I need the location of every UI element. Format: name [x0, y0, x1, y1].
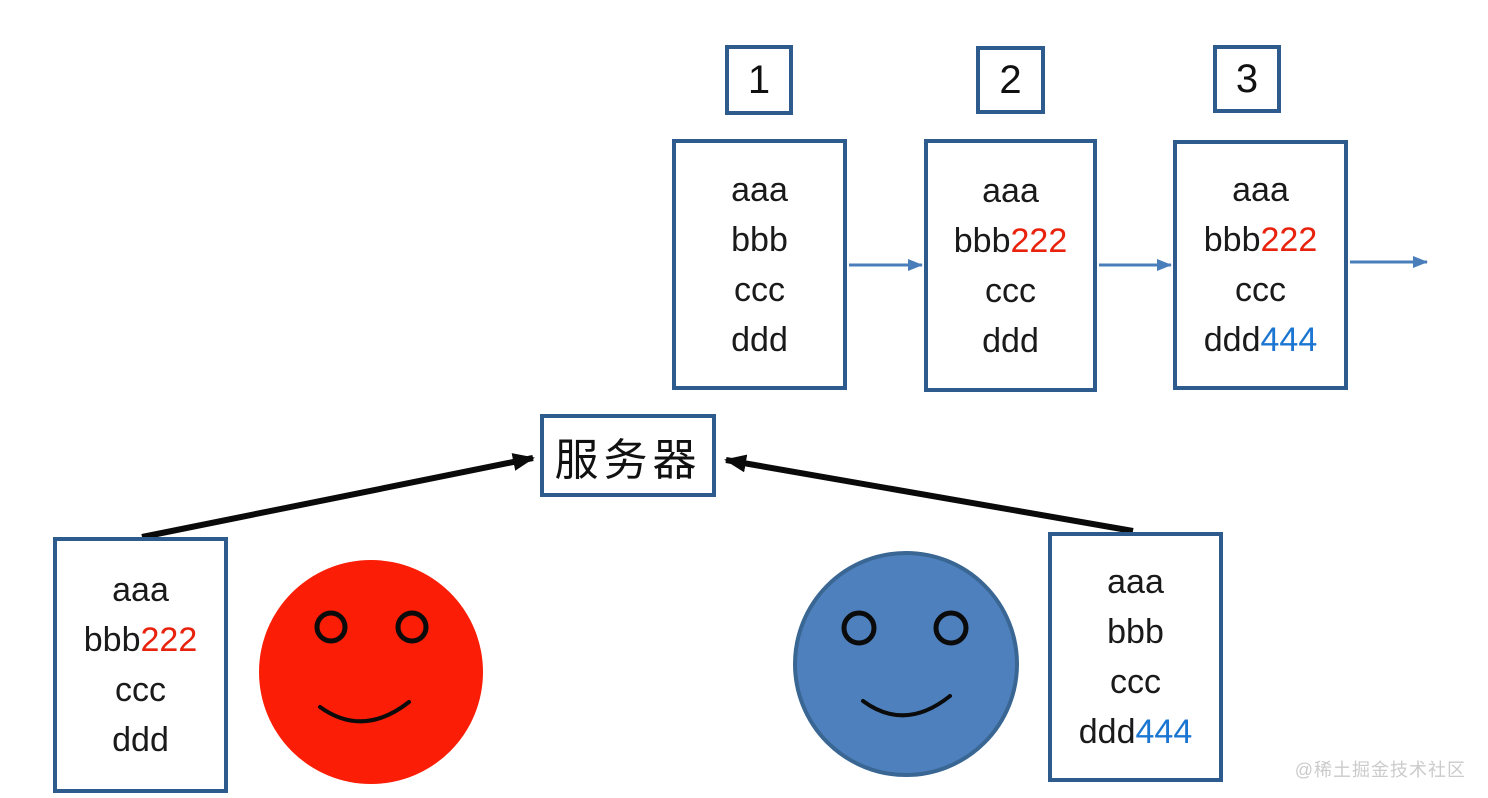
document-box-version-1: aaa bbb ccc ddd	[672, 139, 847, 390]
doc-line: ccc	[985, 271, 1036, 310]
version-number-box-1: 1	[725, 45, 793, 115]
doc-line: ddd	[731, 320, 788, 359]
document-box-client-right: aaa bbb ccc ddd444	[1048, 532, 1223, 782]
blue-face-right-eye-icon	[933, 610, 969, 646]
blue-smiley-icon	[793, 551, 1019, 777]
doc-line: ddd	[112, 721, 169, 759]
doc-line: aaa	[731, 170, 788, 209]
doc-line: ddd	[982, 321, 1039, 360]
red-smiley-icon	[259, 560, 483, 784]
doc-line: aaa	[112, 571, 169, 609]
arrow-left-doc-to-server-icon	[141, 453, 535, 540]
document-box-version-2: aaa bbb222 ccc ddd	[924, 139, 1097, 392]
blue-face-circle	[793, 551, 1019, 777]
red-face-circle	[259, 560, 483, 784]
server-box: 服务器	[540, 414, 716, 497]
blue-face-left-eye-icon	[841, 610, 877, 646]
doc-line: bbb222	[953, 221, 1068, 260]
version-number-label: 1	[747, 57, 771, 102]
doc-line: aaa	[1232, 171, 1289, 209]
server-label: 服务器	[554, 435, 702, 485]
doc-line: ddd444	[1203, 321, 1318, 359]
version-number-label: 2	[999, 57, 1022, 102]
doc-line: aaa	[982, 171, 1039, 210]
doc-line: ccc	[115, 671, 166, 709]
doc-line: bbb222	[1203, 221, 1318, 259]
doc-line: ccc	[1235, 271, 1286, 309]
doc-line: bbb	[731, 220, 788, 259]
document-box-version-3: aaa bbb222 ccc ddd444	[1173, 140, 1348, 390]
blue-face-smile-icon	[861, 694, 952, 718]
version-number-box-2: 2	[976, 46, 1045, 114]
red-face-left-eye-icon	[314, 610, 348, 644]
doc-line: bbb222	[83, 621, 198, 659]
doc-line: ddd444	[1078, 713, 1193, 751]
doc-line: ccc	[1110, 663, 1161, 701]
version-number-label: 3	[1235, 56, 1259, 101]
watermark: @稀土掘金技术社区	[1294, 760, 1466, 780]
arrow-right-doc-to-server-icon	[724, 454, 1134, 534]
version-number-box-3: 3	[1213, 45, 1281, 113]
red-face-right-eye-icon	[395, 610, 429, 644]
red-face-smile-icon	[318, 700, 411, 724]
doc-line: ccc	[734, 270, 785, 309]
document-box-client-left: aaa bbb222 ccc ddd	[53, 537, 228, 793]
doc-line: bbb	[1107, 613, 1164, 651]
doc-line: aaa	[1107, 563, 1164, 601]
